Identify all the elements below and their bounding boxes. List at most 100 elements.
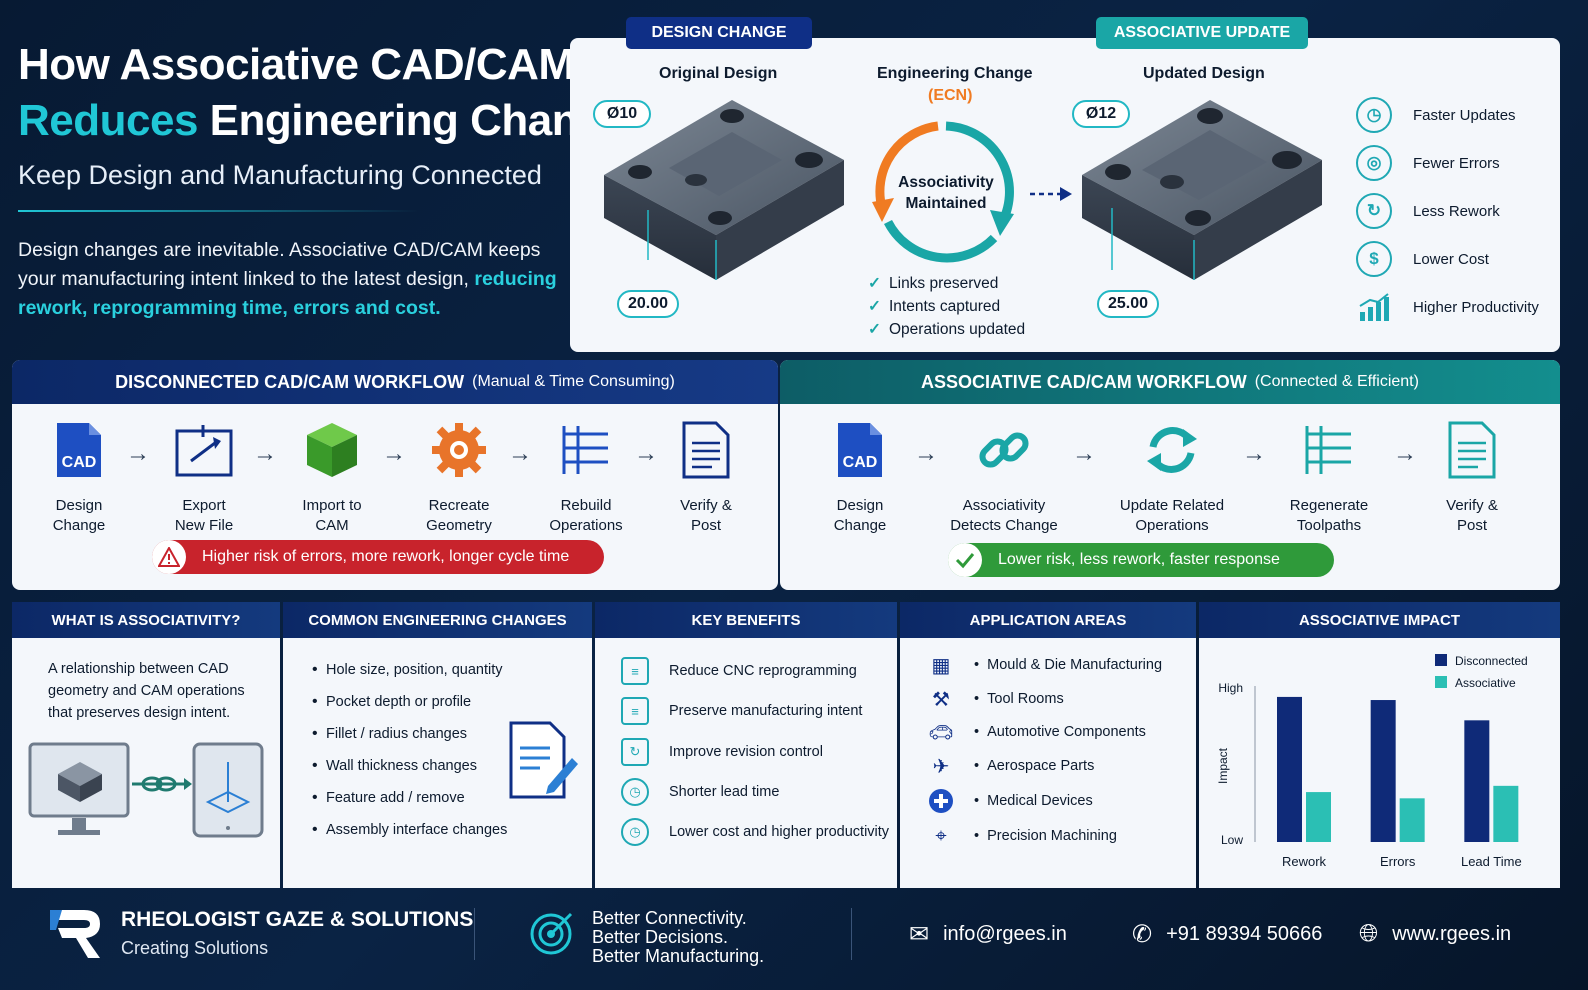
list-item: Hole size, position, quantity — [312, 661, 507, 679]
email-link[interactable]: ✉info@rgees.in — [909, 921, 1067, 948]
updated-diameter-label: Ø12 — [1072, 100, 1130, 128]
target-icon: ◎ — [1356, 145, 1392, 181]
phone-icon: ✆ — [1132, 921, 1153, 948]
ecn-label: (ECN) — [928, 87, 973, 104]
benefit-less-rework: ↻Less Rework — [1356, 193, 1556, 229]
bar-associative — [1399, 798, 1425, 842]
changes-list: Hole size, position, quantity Pocket dep… — [312, 661, 507, 854]
mould-icon: ▦ — [931, 654, 951, 677]
main-title-line1: How Associative CAD/CAM — [18, 40, 575, 89]
document-icon — [1442, 420, 1502, 480]
list-item: ≡Preserve manufacturing intent — [621, 696, 862, 726]
bar-associative — [1306, 792, 1331, 842]
bar-associative — [1493, 785, 1519, 842]
legend-swatch — [1435, 676, 1447, 688]
updated-length-label: 25.00 — [1097, 290, 1159, 318]
list-item: ≡Reduce CNC reprogramming — [621, 656, 857, 686]
arrow-icon: → — [508, 440, 532, 467]
export-file-icon — [174, 420, 234, 480]
common-changes-card: COMMON ENGINEERING CHANGES Hole size, po… — [283, 602, 592, 888]
assoc-step-verify: Verify &Post — [1417, 420, 1527, 536]
associative-workflow-header: ASSOCIATIVE CAD/CAM WORKFLOW(Connected &… — [780, 360, 1560, 404]
header-divider — [18, 210, 418, 212]
original-length-label: 20.00 — [617, 290, 679, 318]
list-item: ⚒• Tool Rooms — [926, 684, 1064, 714]
list-item: Pocket depth or profile — [312, 693, 507, 711]
airplane-icon: ✈ — [932, 755, 950, 778]
website-link[interactable]: 🌐︎www.rgees.in — [1359, 920, 1512, 947]
x-tick-label: Errors — [1380, 854, 1416, 869]
benefit-faster-updates: ◷Faster Updates — [1356, 97, 1556, 133]
arrow-icon: → — [1072, 440, 1096, 467]
crosshair-icon: ⌖ — [935, 824, 947, 847]
check-item: ✓Operations updated — [868, 321, 1026, 338]
x-tick-label: Rework — [1282, 854, 1327, 869]
title-accent-word: Reduces — [18, 96, 198, 145]
svg-text:CAD: CAD — [62, 454, 97, 471]
x-tick-label: Lead Time — [1461, 854, 1522, 869]
updated-part-3d-icon — [1082, 100, 1322, 280]
benefit-fewer-errors: ◎Fewer Errors — [1356, 145, 1556, 181]
clock-icon: ◷ — [1356, 97, 1392, 133]
cad-file-icon: CAD — [830, 420, 890, 480]
list-item: Assembly interface changes — [312, 821, 507, 839]
assoc-maint-line2: Maintained — [905, 195, 987, 212]
intro-text: Design changes are inevitable. Associati… — [18, 239, 541, 290]
y-tick-label: Low — [1221, 833, 1243, 847]
sync-icon — [1142, 420, 1202, 480]
y-axis-label: Impact — [1216, 747, 1230, 784]
list-item: ◷Shorter lead time — [621, 777, 779, 807]
check-icon: ✓ — [868, 321, 881, 338]
tool-icon: ⚒ — [932, 688, 950, 711]
toolpath-tree-icon — [1299, 420, 1359, 480]
warning-icon — [152, 540, 186, 574]
design-change-tag: DESIGN CHANGE — [626, 17, 812, 49]
company-name: RHEOLOGIST GAZE & SOLUTIONS — [121, 908, 474, 931]
engineering-change-label: Engineering Change — [877, 65, 1033, 82]
card-title: ASSOCIATIVE IMPACT — [1199, 602, 1560, 638]
arrow-icon: → — [1393, 440, 1417, 467]
car-icon: 🚗︎ — [928, 721, 954, 744]
arrow-icon: → — [914, 440, 938, 467]
arrow-icon: → — [382, 440, 406, 467]
assoc-maint-line1: Associativity — [898, 174, 994, 191]
associativity-definition: A relationship between CAD geometry and … — [48, 661, 245, 721]
operations-tree-icon — [556, 420, 616, 480]
footer-slogan: Better Connectivity. Better Decisions. B… — [592, 908, 765, 966]
growth-chart-icon — [1356, 289, 1392, 325]
applications-list: ▦• Mould & Die Manufacturing ⚒• Tool Roo… — [900, 638, 1196, 888]
company-tagline: Creating Solutions — [121, 938, 269, 958]
checkmark-icon — [948, 543, 982, 577]
list-doc-icon: ≡ — [621, 657, 649, 685]
list-item: Feature add / remove — [312, 789, 507, 807]
disconnected-workflow-header: DISCONNECTED CAD/CAM WORKFLOW(Manual & T… — [12, 360, 778, 404]
flow-arrow-icon — [1030, 187, 1072, 201]
target-icon — [530, 912, 573, 955]
y-tick-label: High — [1218, 681, 1243, 695]
disc-step-verify: Verify &Post — [651, 420, 761, 536]
list-item: • Medical Devices — [926, 786, 1093, 816]
benefits-list: ≡Reduce CNC reprogramming ≡Preserve manu… — [595, 638, 897, 888]
green-cube-icon — [302, 420, 362, 480]
associativity-cycle-icon — [872, 121, 1014, 263]
revision-icon: ↻ — [621, 738, 649, 766]
list-item: ◷Lower cost and higher productivity — [621, 817, 889, 847]
application-areas-card: APPLICATION AREAS ▦• Mould & Die Manufac… — [900, 602, 1196, 888]
company-logo-icon — [50, 910, 100, 958]
original-part-3d-icon — [604, 100, 844, 280]
list-item: ↻Improve revision control — [621, 737, 823, 767]
arrow-icon: → — [126, 440, 150, 467]
phone-link[interactable]: ✆+91 89394 50666 — [1132, 921, 1323, 948]
benefit-higher-productivity: Higher Productivity — [1356, 289, 1556, 325]
document-icon — [676, 420, 736, 480]
cad-file-icon: CAD — [49, 420, 109, 480]
footer-divider — [851, 908, 852, 960]
